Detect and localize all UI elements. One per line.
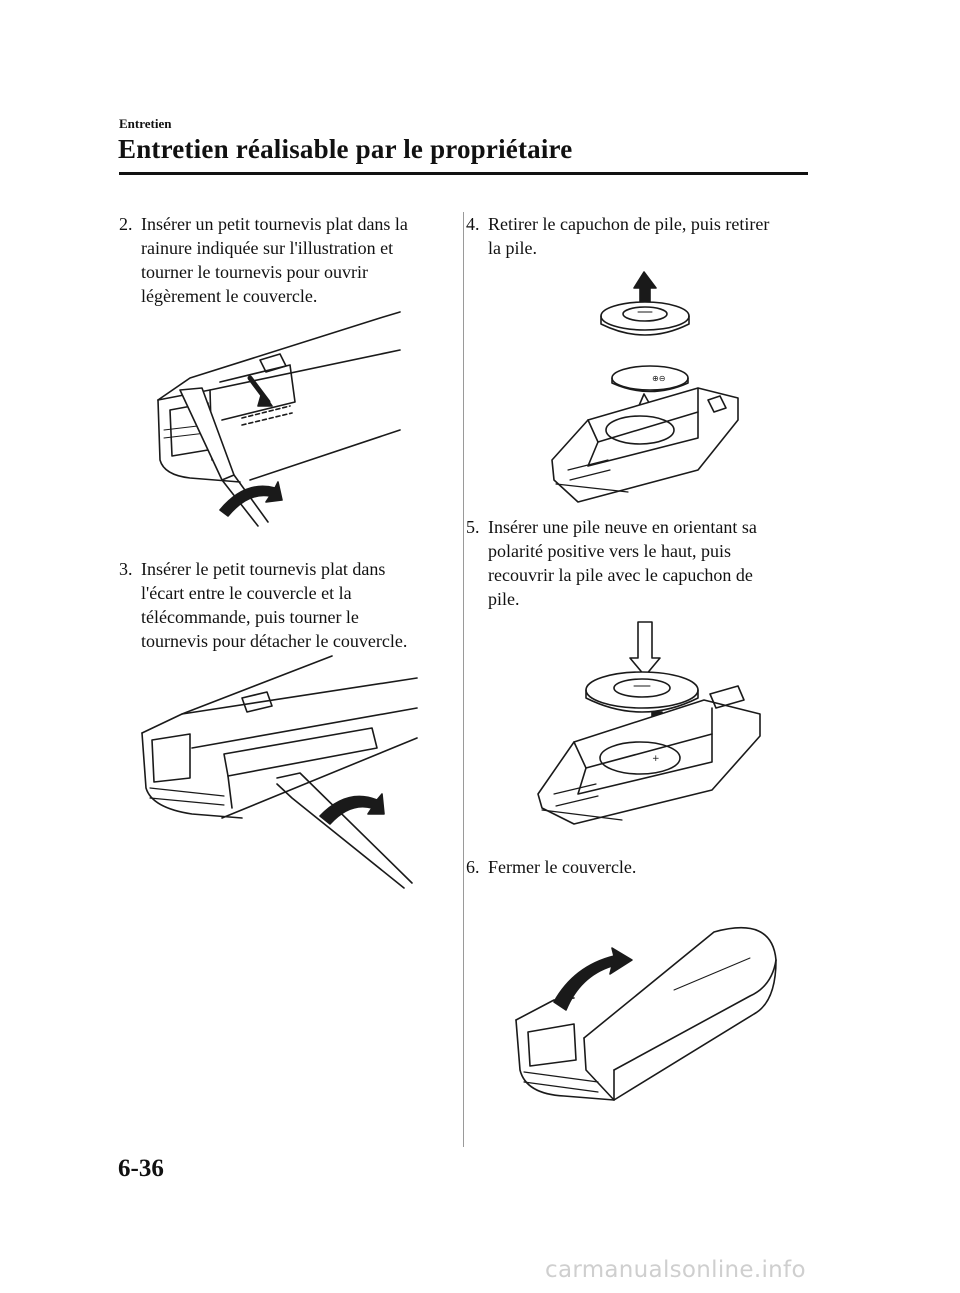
step-text: Insérer un petit tournevis plat dans la … <box>141 214 408 306</box>
svg-text:+: + <box>652 754 660 764</box>
page-number: 6-36 <box>118 1155 164 1182</box>
svg-text:⊕⊖: ⊕⊖ <box>652 374 665 383</box>
page-title: Entretien réalisable par le propriétaire <box>118 134 573 164</box>
illustration-detach-cover <box>132 648 422 889</box>
step-text: Insérer le petit tournevis plat dans l'é… <box>141 559 408 651</box>
title-rule <box>119 172 808 175</box>
illustration-open-cover <box>150 310 410 530</box>
step-text: Retirer le capuchon de pile, puis retire… <box>488 214 770 258</box>
step-number: 2. <box>119 214 133 234</box>
watermark: carmanualsonline.info <box>545 1257 806 1283</box>
step-number: 5. <box>466 517 480 537</box>
illustration-remove-battery: ⊕⊖ <box>548 270 748 503</box>
column-divider <box>463 212 464 1147</box>
step-text: Fermer le couvercle. <box>488 857 637 877</box>
illustration-close-cover <box>514 920 780 1118</box>
step-number: 3. <box>119 559 133 579</box>
step-number: 6. <box>466 857 480 877</box>
step-text: Insérer une pile neuve en orientant sa p… <box>488 517 757 609</box>
illustration-insert-battery: + <box>534 618 770 828</box>
section-label: Entretien <box>119 116 172 131</box>
step-number: 4. <box>466 214 480 234</box>
